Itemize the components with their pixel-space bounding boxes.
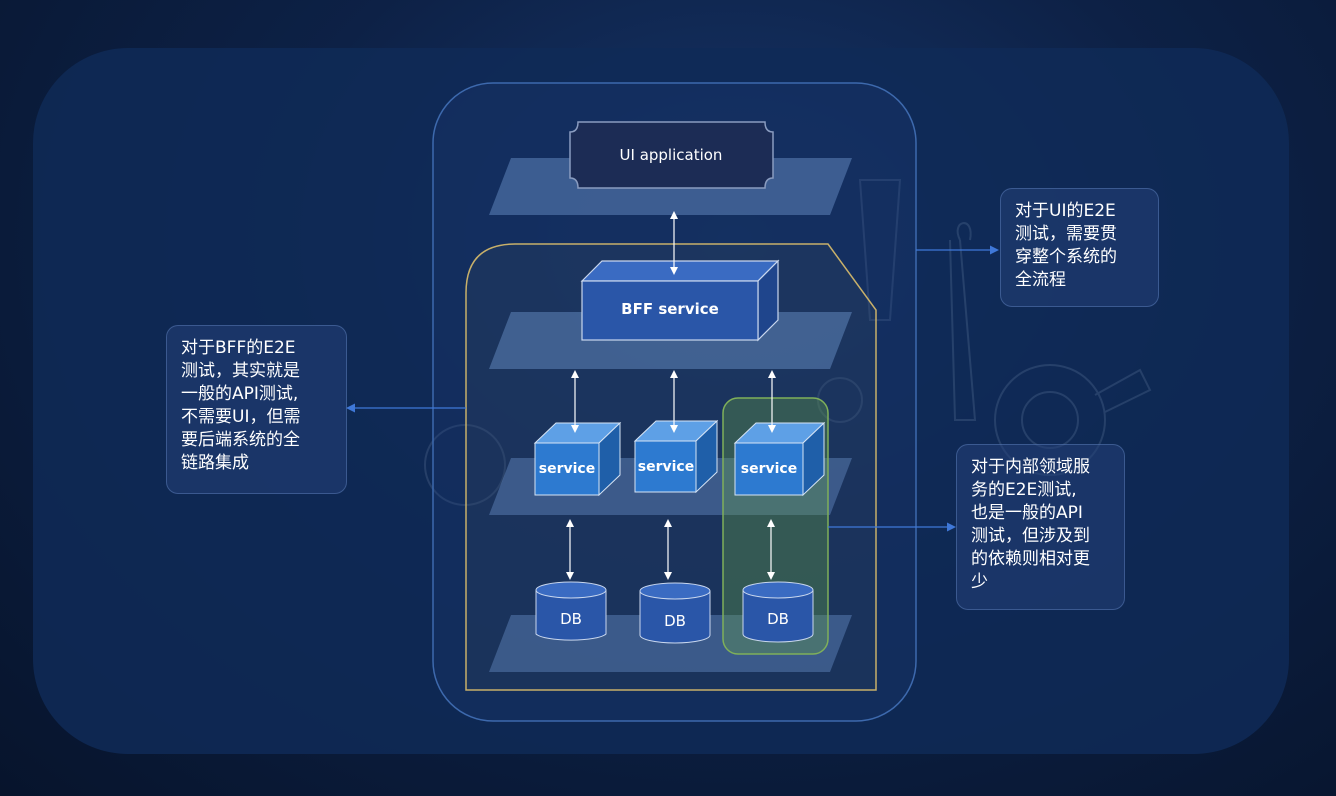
service-label: service <box>638 459 694 475</box>
ui-application-label: UI application <box>620 146 723 164</box>
db-label: DB <box>767 610 789 628</box>
service-box: service <box>733 421 826 497</box>
service-box: service <box>633 419 719 494</box>
bff-service-label: BFF service <box>621 300 719 318</box>
service-label: service <box>741 461 797 477</box>
annotation-connectors <box>346 245 999 532</box>
db-cylinder: DB <box>639 582 711 644</box>
dependency-arrows <box>566 211 776 580</box>
db-cylinder: DB <box>535 581 607 641</box>
bff-service-box: BFF service <box>580 259 780 342</box>
ui-e2e-annotation: 对于UI的E2E 测试，需要贯 穿整个系统的 全流程 <box>1000 188 1159 307</box>
ui-application-box: UI application <box>569 121 774 189</box>
db-label: DB <box>664 612 686 630</box>
service-box: service <box>533 421 622 497</box>
domain-e2e-annotation: 对于内部领域服 务的E2E测试, 也是一般的API 测试，但涉及到 的依赖则相对… <box>956 444 1125 610</box>
db-label: DB <box>560 610 582 628</box>
decorative-tools-sketch <box>424 179 1152 506</box>
db-cylinder: DB <box>742 581 814 643</box>
bff-e2e-annotation: 对于BFF的E2E 测试，其实就是 一般的API测试, 不需要UI，但需 要后端… <box>166 325 347 494</box>
service-label: service <box>539 461 595 477</box>
